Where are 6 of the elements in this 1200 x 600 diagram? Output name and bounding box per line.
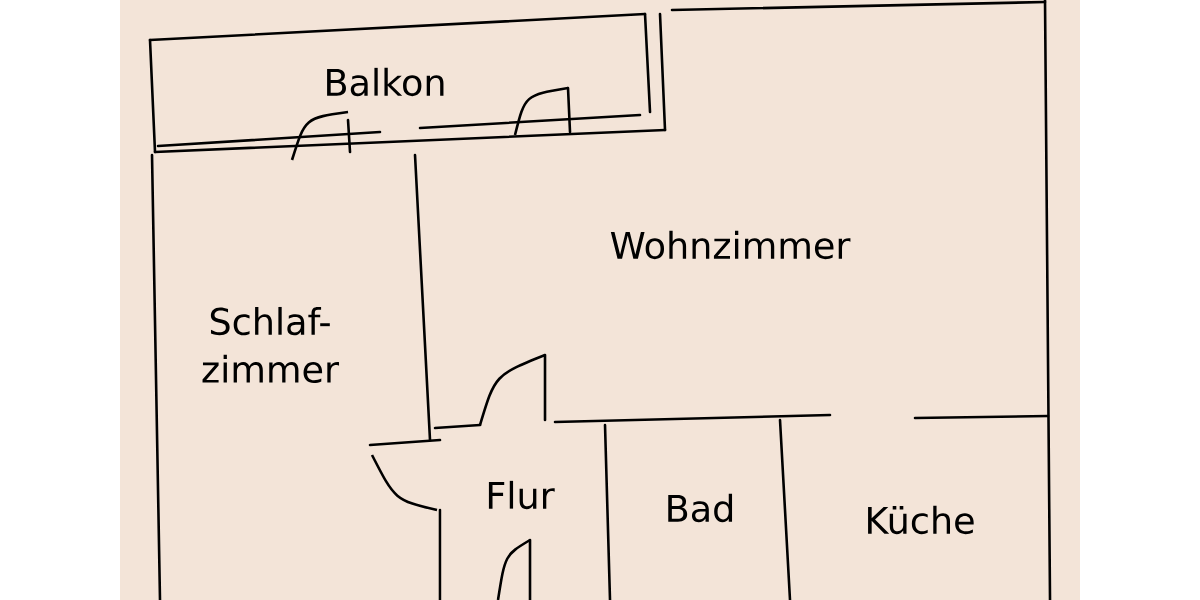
room-label: Bad (668, 493, 733, 523)
room-label: Küche (868, 505, 974, 535)
room-label: Schlaf- zimmer (202, 306, 340, 384)
room-label: Balkon (327, 67, 444, 97)
room-label: Flur (488, 480, 555, 510)
room-label: Wohnzimmer (610, 230, 851, 260)
